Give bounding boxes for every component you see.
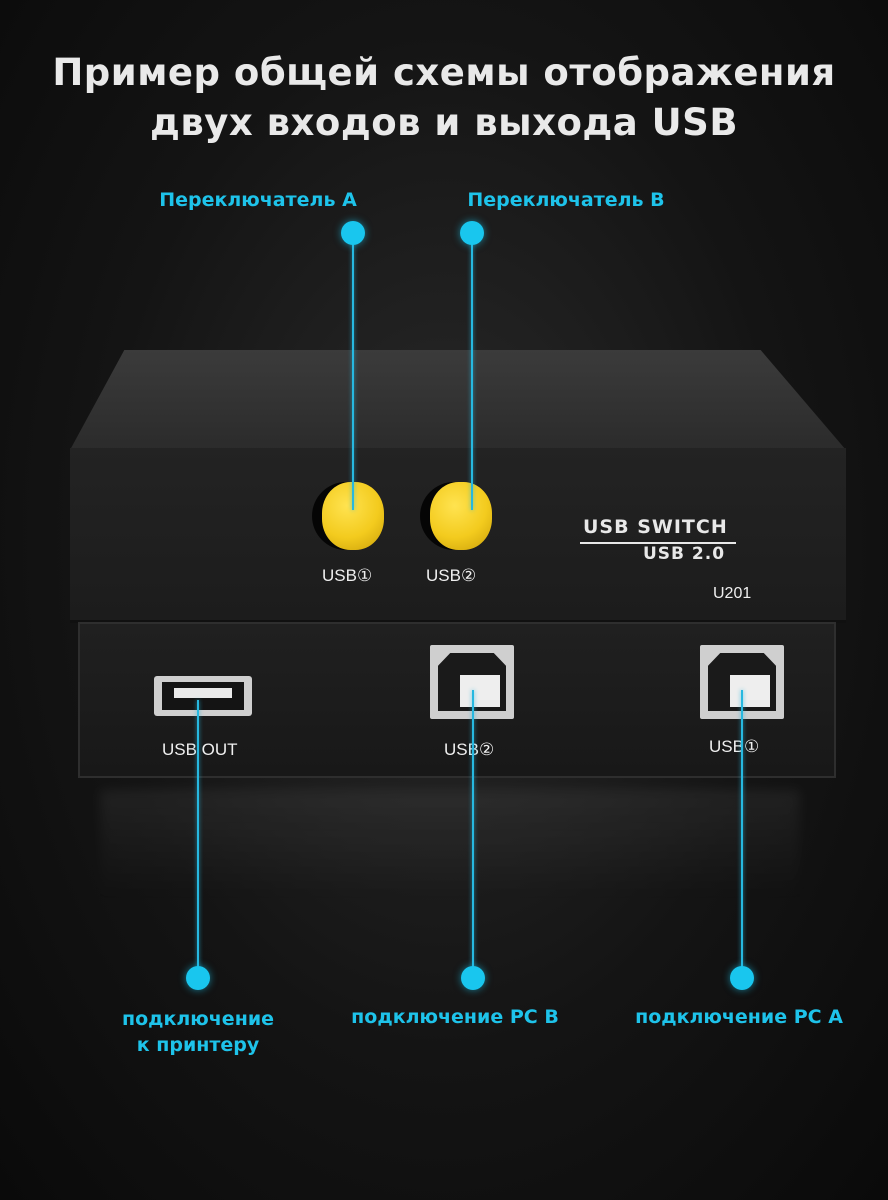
callout-printer-line-1: подключение: [121, 1008, 275, 1030]
model-number: U201: [713, 585, 752, 602]
pc-a-pointer-dot: [730, 966, 754, 990]
switch-b-button[interactable]: [430, 482, 492, 550]
usb-2-port-label: USB②: [444, 740, 495, 759]
callout-printer-line-2: к принтеру: [136, 1034, 260, 1056]
device-top-surface: [70, 350, 846, 450]
button-b-label: USB②: [426, 566, 477, 585]
title-line-2: двух входов и выхода USB: [149, 101, 739, 144]
switch-b-pointer-dot: [460, 221, 484, 245]
device-reflection: [100, 790, 800, 900]
callout-pc-a: подключение PC A: [635, 1006, 843, 1028]
printer-pointer-line: [197, 700, 199, 978]
callout-printer: подключение к принтеру: [88, 1006, 308, 1058]
printer-pointer-dot: [186, 966, 210, 990]
usb-1-port-label: USB①: [709, 737, 760, 756]
button-a-label: USB①: [322, 566, 373, 585]
usb-out-label: USB OUT: [162, 740, 238, 759]
page-title: Пример общей схемы отображения двух вход…: [0, 48, 888, 148]
pc-b-pointer-dot: [461, 966, 485, 990]
pc-b-pointer-line: [472, 690, 474, 978]
callout-switch-a: Переключатель A: [159, 189, 357, 211]
switch-b-pointer-line: [471, 240, 473, 510]
pc-a-pointer-line: [741, 690, 743, 978]
brand-usb-switch: USB SWITCH: [583, 516, 728, 538]
callout-switch-b: Переключатель B: [467, 189, 665, 211]
callout-pc-b: подключение PC B: [351, 1006, 559, 1028]
switch-a-pointer-line: [352, 240, 354, 510]
brand-underline: [580, 542, 736, 544]
usb-out-port: [154, 676, 252, 716]
device-front-panel: USB① USB② USB SWITCH USB 2.0 U201: [70, 448, 846, 623]
brand-usb-version: USB 2.0: [643, 544, 726, 564]
switch-a-pointer-dot: [341, 221, 365, 245]
title-line-1: Пример общей схемы отображения: [52, 51, 836, 94]
